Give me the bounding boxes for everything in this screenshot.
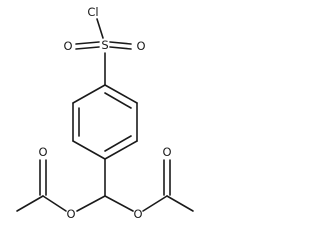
atom-labels: Cl S O O O O O O	[38, 5, 171, 221]
bond-o-left-carbonyl-c	[42, 195, 67, 212]
ring-bond-6	[72, 84, 106, 104]
bond-ch-o-left	[76, 195, 106, 212]
atom-s: S	[101, 38, 108, 52]
bond-carbonyl-c-methyl-left	[16, 195, 44, 212]
bond-s-o-left-2	[75, 46, 100, 50]
bond-s-o-right-1	[109, 41, 132, 45]
diacetoxymethyl-bonds	[16, 158, 194, 212]
chemical-structure: Cl S O O O O O O	[16, 5, 194, 221]
atom-o-ester-left: O	[66, 207, 75, 221]
atom-o-sulfonyl-left: O	[63, 39, 72, 53]
bond-s-o-left-1	[75, 41, 100, 45]
ring-inner-bond-b	[104, 135, 132, 152]
atom-o-ester-right: O	[133, 207, 142, 221]
ring-bond-1	[104, 84, 138, 104]
bond-s-o-right-2	[109, 46, 132, 50]
bond-ch-o-right	[104, 195, 134, 212]
ring-inner-bond-a	[104, 92, 132, 109]
sulfonyl-group-bonds	[75, 18, 132, 86]
bond-o-right-carbonyl-c	[142, 195, 168, 212]
atom-o-sulfonyl-right: O	[136, 39, 145, 53]
benzene-ring-bonds	[72, 84, 138, 160]
ring-bond-4	[72, 140, 106, 160]
atom-o-carbonyl-right: O	[162, 145, 171, 159]
bond-carbonyl-c-methyl-right	[166, 195, 194, 212]
atom-o-carbonyl-left: O	[38, 145, 47, 159]
ring-bond-3	[104, 140, 138, 160]
bond-cl-s	[96, 18, 104, 39]
atom-cl: Cl	[87, 5, 98, 19]
